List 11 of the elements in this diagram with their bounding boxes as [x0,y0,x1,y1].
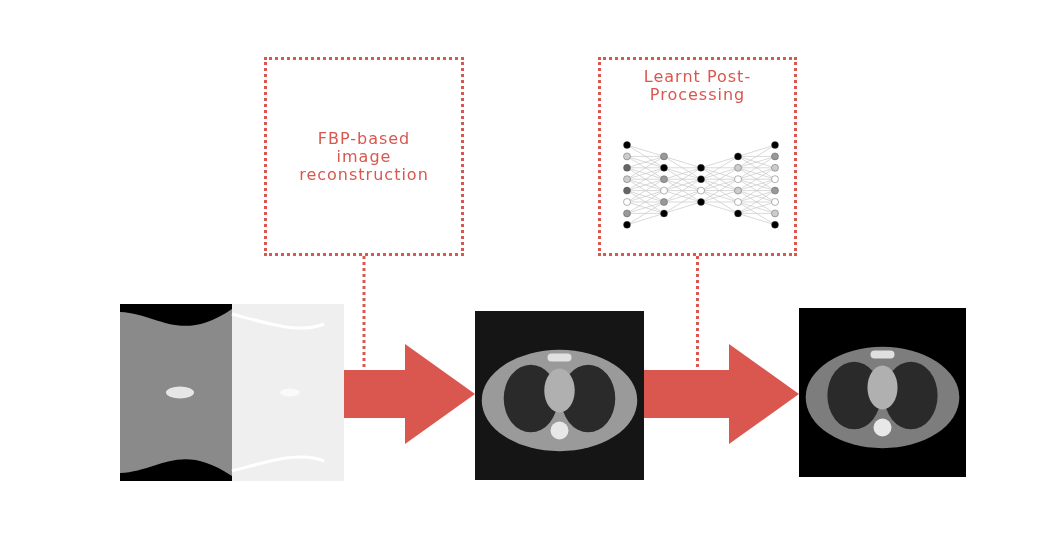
picture [475,311,644,480]
box-title: Learnt Post-Processing [642,68,753,104]
process-box [598,57,797,256]
process-box [264,57,464,256]
box-title: FBP-based image reconstruction [299,129,429,184]
picture [120,304,344,481]
arrow [344,344,475,444]
picture [799,308,966,477]
connector-line [362,256,366,372]
connector-line [696,256,699,368]
arrow [644,344,799,444]
